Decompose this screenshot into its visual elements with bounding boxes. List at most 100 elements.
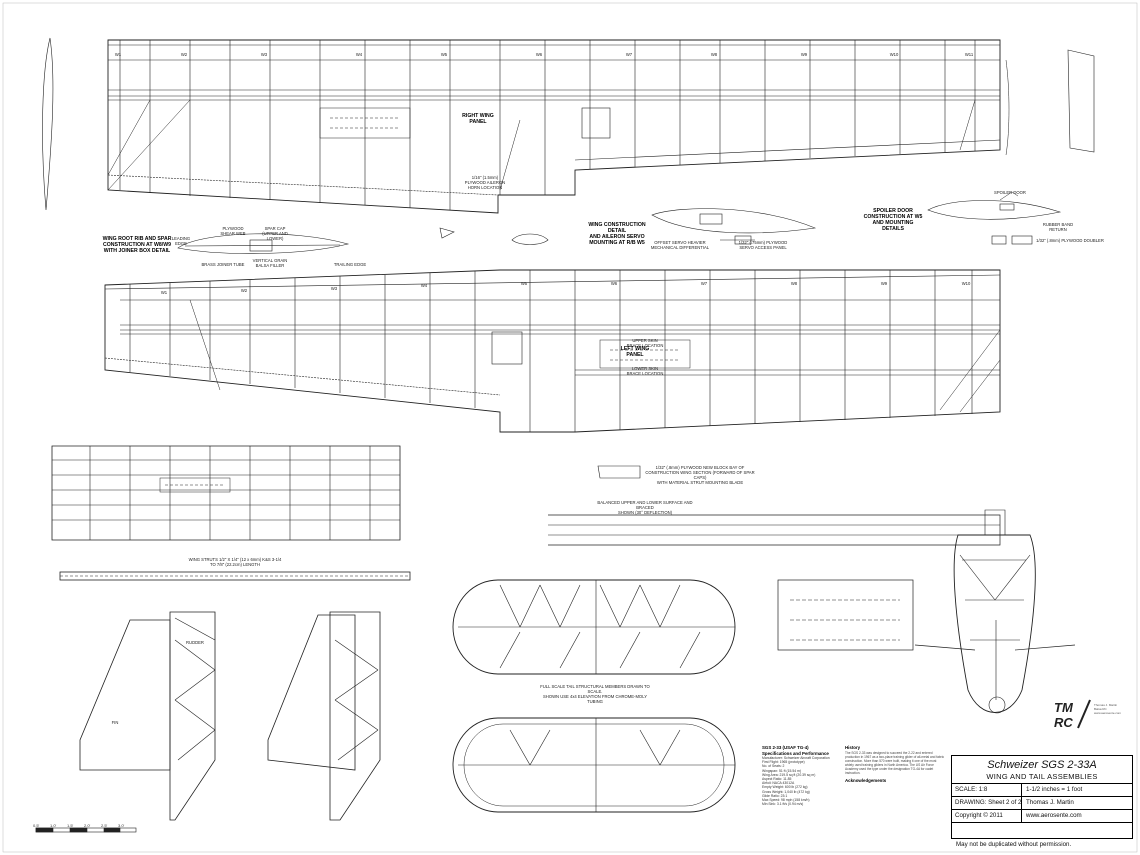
title-block: Schweizer SGS 2-33A WING AND TAIL ASSEMB… [951, 755, 1133, 839]
wing-root-detail-label: WING ROOT RIB AND SPAR CONSTRUCTION AT W… [102, 236, 172, 254]
rib-label: W5 [440, 52, 448, 57]
fin-label: FIN [111, 720, 119, 725]
fin-rudder-left [79, 611, 216, 821]
drawing-title: Schweizer SGS 2-33A [987, 759, 1097, 771]
rib-label: W10 [961, 281, 971, 286]
rib-label: W5 [520, 281, 528, 286]
specs-line: No. of Seats: 2 [762, 764, 785, 769]
elevator-spar [548, 465, 1001, 651]
rib-label: W9 [800, 52, 808, 57]
spoiler-door-label: SPOILER DOOR [994, 190, 1026, 195]
aileron-horn-label: 1/16" (1.5mm) PLYWOOD AILERON HORN LOCAT… [464, 175, 506, 190]
logo-caption: Thomas J. Martin Balsa RC www.aerosente.… [1094, 703, 1122, 715]
svg-text:TM: TM [1054, 700, 1074, 715]
rib-label: W10 [889, 52, 899, 57]
rib-label: W3 [330, 286, 338, 291]
rib-label: W11 [964, 52, 974, 57]
specs-line: Glide Ratio: 23:1 [762, 793, 788, 798]
history-heading: History [845, 745, 861, 750]
rubber-band-label: RUBBER BAND RETURN [1042, 222, 1074, 232]
specs-line: Wingspan: 51 ft (15.54 m) [762, 768, 802, 773]
root-rib-detail [177, 227, 549, 254]
specs-line: Empty Weight: 600 lb (272 kg) [762, 785, 808, 790]
horizontal-tail-lower [452, 717, 736, 813]
spar-cap-label: SPAR CAP (UPPER AND LOWER) [262, 226, 288, 241]
wing-strut-label: WING STRUTS 1/2" X 1/4" (12 x 6mm) K&S 3… [188, 557, 282, 567]
scale-tick-label: 1.5' [67, 823, 74, 828]
balsa-filler-label: VERTICAL GRAIN BALSA FILLER [252, 258, 288, 268]
aileron-servo-detail [651, 208, 817, 245]
left-wing-label: LEFT WING PANEL [620, 346, 650, 358]
specs-line: Manufacturer: Schweizer Aircraft Corpora… [762, 756, 830, 760]
specs-line: Aspect Ratio: 11.85 [762, 777, 792, 782]
doubler-label: 1/32" (.8mm) PLYWOOD DOUBLER [1036, 238, 1104, 243]
horizontal-tail-upper [452, 579, 736, 675]
scale-value: SCALE: 1:8 [955, 786, 988, 793]
scale-note: 1-1/2 inches = 1 foot [1026, 786, 1083, 793]
scale-tick-label: 1.0' [50, 823, 57, 828]
spoiler-door-detail-label: SPOILER DOOR CONSTRUCTION AT W5 AND MOUN… [863, 208, 923, 232]
rib-label: W4 [420, 283, 428, 288]
rib-label: W2 [240, 288, 248, 293]
scale-tick-label: 2.5' [101, 823, 108, 828]
tail-note-top: 1/32" (.8mm) PLYWOOD NEW BLOCK BAY OF CO… [645, 465, 755, 485]
author-name: Thomas J. Martin [1026, 799, 1074, 806]
stabilizer-sheet [51, 445, 401, 541]
specs-line: Min Sink: 3.1 ft/s (0.94 m/s) [762, 802, 804, 807]
specs-line: Airfoil: NACA 43012A [762, 781, 795, 786]
fin-rudder-right [267, 611, 381, 821]
right-wing-panel [107, 39, 1001, 214]
full-tail-note: FULL SCALE TAIL STRUCTURAL MEMBERS DRAWN… [540, 684, 650, 704]
rib-label: W6 [535, 52, 543, 57]
specs-line: Max Speed: 98 mph (158 km/h) [762, 798, 810, 803]
drawing-sheet-number: DRAWING: Sheet 2 of 2 [955, 799, 1022, 806]
rib-label: W4 [355, 52, 363, 57]
scale-tick-label: 2.0' [84, 823, 91, 828]
wing-construction-detail-label: WING CONSTRUCTION DETAIL AND AILERON SER… [588, 222, 646, 246]
svg-text:RC: RC [1054, 715, 1073, 730]
trailing-edge-label: TRAILING EDGE [333, 262, 367, 267]
rib-label: W6 [610, 281, 618, 286]
specifications-block: SGS 2-33 (USAF TG-4) Specifications and … [762, 745, 840, 806]
rib-label: W3 [260, 52, 268, 57]
fuselage-front [914, 509, 1076, 714]
copy-notice: May not be duplicated without permission… [956, 841, 1072, 848]
offset-servo-label: OFFSET SERVO HEAVIER MECHANICAL DIFFEREN… [650, 240, 710, 250]
rib-label: W1 [114, 52, 122, 57]
rudder-label: RUDDER [186, 640, 204, 645]
specs-line: Wing Area: 219.5 sq ft (20.39 sq m) [762, 772, 816, 777]
website-link[interactable]: www.aerosente.com [1026, 812, 1082, 819]
copyright-text: Copyright © 2011 [955, 812, 1003, 819]
rib-label: W7 [700, 281, 708, 286]
specs-heading: SGS 2-33 (USAF TG-4) Specifications and … [762, 745, 829, 756]
rib-label: W2 [180, 52, 188, 57]
scale-tick-label: 0.5' [33, 823, 40, 828]
wing-strut [59, 571, 411, 581]
upper-skin-label: UPPER SKIN BRACE LOCATION [626, 338, 664, 348]
drawing-subtitle: WING AND TAIL ASSEMBLIES [986, 772, 1098, 781]
rib-label: W8 [790, 281, 798, 286]
rib-label: W9 [880, 281, 888, 286]
wingtip-airfoil-right [1067, 49, 1095, 153]
scale-bar [35, 827, 137, 833]
tmrc-logo-icon: TM RC [1054, 699, 1091, 730]
lower-skin-label: LOWER SKIN BRACE LOCATION [626, 366, 664, 376]
specs-line: Gross Weight: 1,040 lb (472 kg) [762, 789, 810, 794]
history-text: The SGS 2-33 was designed to succeed the… [845, 750, 945, 775]
wingtip-airfoil-left [42, 37, 54, 211]
left-wing-panel [104, 269, 1001, 433]
rib-label: W1 [160, 290, 168, 295]
shear-web-label: PLYWOOD SHEAR WEB [220, 226, 246, 236]
spoiler-detail [927, 191, 1062, 245]
rib-label: W8 [710, 52, 718, 57]
specs-line: First Flight: 1965 (prototype) [762, 760, 805, 765]
acknowledgements-heading: Acknowledgements [845, 777, 887, 783]
elevator-spec-label: BALANCED UPPER AND LOWER SURFACE AND BRA… [597, 500, 693, 515]
history-block: History The SGS 2-33 was designed to suc… [845, 745, 945, 783]
joiner-tube-label: BRASS JOINER TUBE [201, 262, 245, 267]
servo-hatch-label: 1/32" (.75mm) PLYWOOD SERVO ACCESS PANEL [738, 240, 788, 250]
right-wing-label: RIGHT WING PANEL [462, 113, 494, 125]
